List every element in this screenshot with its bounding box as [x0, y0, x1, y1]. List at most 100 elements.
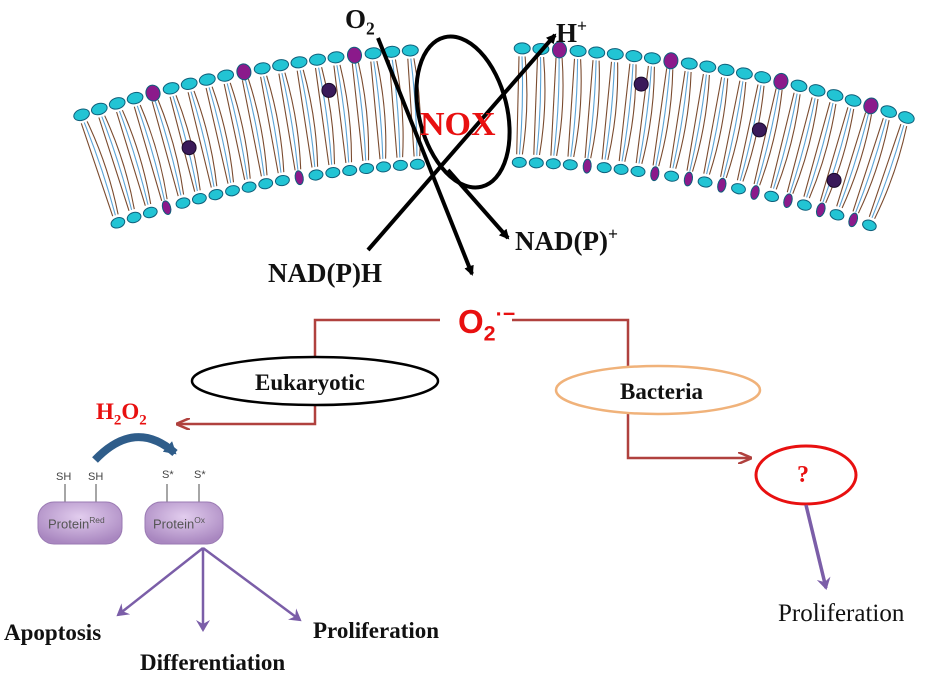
lipid-head-outer	[126, 91, 144, 105]
lipid-head-outer	[346, 46, 363, 64]
proliferation-bac-label: Proliferation	[778, 600, 905, 627]
proliferation-bac-arrow	[804, 504, 831, 590]
lipid-head-inner	[325, 167, 341, 179]
differentiation-label: Differentiation	[140, 650, 286, 675]
lipid-head-inner	[731, 183, 746, 195]
lipid-head-inner	[342, 164, 358, 177]
lipid-head-inner	[409, 158, 425, 170]
question-ellipse	[754, 444, 858, 506]
lipid-head-inner	[308, 169, 324, 181]
lipid-head-outer	[401, 44, 419, 57]
lipid-head-outer	[898, 111, 915, 124]
lipid-head-inner	[392, 159, 408, 171]
lipid-head-outer	[826, 89, 844, 102]
superoxide-label: O2·−	[458, 302, 516, 346]
lipid-head-outer	[73, 108, 90, 122]
lipid-head-inner	[110, 217, 126, 229]
lipid-head-inner	[697, 176, 713, 188]
lipid-head-inner	[582, 158, 592, 174]
o2-label: O2	[345, 4, 375, 39]
lipid-head-outer	[309, 53, 326, 66]
lipid-bilayer-membrane	[73, 41, 915, 232]
lipid-head-inner	[797, 199, 812, 211]
lipid-head-outer	[735, 67, 753, 80]
h2o2-label: H2O2	[96, 399, 147, 429]
downstream-arrows	[116, 504, 831, 632]
lipid-head-inner	[562, 159, 578, 171]
lipid-head-outer	[663, 52, 679, 70]
proliferation-euk-label: Proliferation	[313, 618, 440, 643]
sh-label-1: SH	[56, 471, 72, 483]
lipid-head-inner	[783, 193, 793, 209]
lipid-head-inner	[142, 206, 158, 219]
bacteria-label: Bacteria	[620, 379, 704, 404]
membrane-dark-molecule	[751, 122, 767, 138]
lipid-head-outer	[773, 72, 789, 90]
lipid-head-inner	[848, 212, 859, 228]
lipid-head-inner	[294, 170, 304, 186]
nadph-to-hplus-arrow	[366, 33, 557, 252]
lipid-head-inner	[274, 175, 290, 187]
lipid-head-outer	[145, 84, 161, 102]
lipid-head-inner	[241, 181, 257, 193]
lipid-head-outer	[198, 73, 216, 86]
s-star-label-1: S*	[162, 469, 174, 481]
lipid-head-outer	[364, 47, 382, 60]
lipid-head-inner	[664, 170, 680, 182]
lipid-head-inner	[192, 193, 207, 205]
membrane-dark-molecule	[633, 76, 649, 92]
lipid-head-inner	[596, 162, 612, 174]
lipid-head-inner	[376, 161, 391, 173]
lipid-head-inner	[829, 209, 845, 221]
nox-enzyme-ring	[414, 34, 512, 190]
lipid-head-outer	[108, 97, 126, 110]
nox-label: NOX	[420, 106, 496, 143]
lipid-head-outer	[863, 97, 879, 115]
protein-red-label: ProteinRed	[48, 515, 105, 532]
lipid-head-outer	[643, 52, 661, 65]
lipid-head-outer	[699, 60, 717, 73]
bacteria-ellipse	[554, 364, 762, 416]
lipid-head-outer	[844, 94, 862, 107]
lipid-head-outer	[217, 69, 235, 82]
eukaryotic-ellipse	[190, 355, 440, 407]
nadp-plus-label: NAD(P)+	[515, 224, 618, 256]
lipid-head-inner	[528, 157, 544, 169]
lipid-head-inner	[750, 185, 760, 200]
protein-reduced	[37, 501, 123, 545]
lipid-head-inner	[161, 200, 172, 216]
membrane-dark-molecule	[826, 172, 842, 188]
oxidation-curved-arrow	[92, 433, 178, 463]
lipid-head-inner	[650, 166, 660, 182]
lipid-head-inner	[208, 188, 224, 201]
lipid-head-inner	[613, 163, 629, 175]
lipid-head-outer	[236, 63, 252, 81]
lipid-head-inner	[545, 158, 561, 170]
apoptosis-label: Apoptosis	[4, 620, 102, 645]
lipid-head-inner	[764, 190, 780, 203]
lipid-head-inner	[225, 185, 240, 197]
lipid-head-outer	[180, 77, 198, 90]
lipid-head-outer	[327, 51, 345, 64]
lipid-head-outer	[90, 102, 108, 116]
lipid-head-inner	[258, 178, 274, 190]
lipid-head-outer	[513, 42, 531, 55]
lipid-head-outer	[754, 71, 772, 84]
lipid-head-outer	[290, 56, 308, 69]
lipid-head-outer	[625, 50, 643, 63]
lipid-head-outer	[680, 57, 698, 70]
lipid-head-inner	[862, 219, 877, 232]
sh-label-2: SH	[88, 471, 104, 483]
lipid-head-outer	[606, 48, 624, 61]
lipid-head-inner	[815, 202, 826, 218]
protein-ox-label: ProteinOx	[153, 515, 205, 532]
membrane-dark-molecule	[181, 140, 197, 156]
lipid-head-outer	[569, 44, 587, 58]
lipid-head-outer	[717, 63, 735, 77]
lipid-head-outer	[790, 79, 808, 92]
lipid-head-outer	[551, 41, 568, 59]
lipid-head-outer	[808, 84, 826, 97]
apoptosis-arrow	[116, 547, 204, 617]
